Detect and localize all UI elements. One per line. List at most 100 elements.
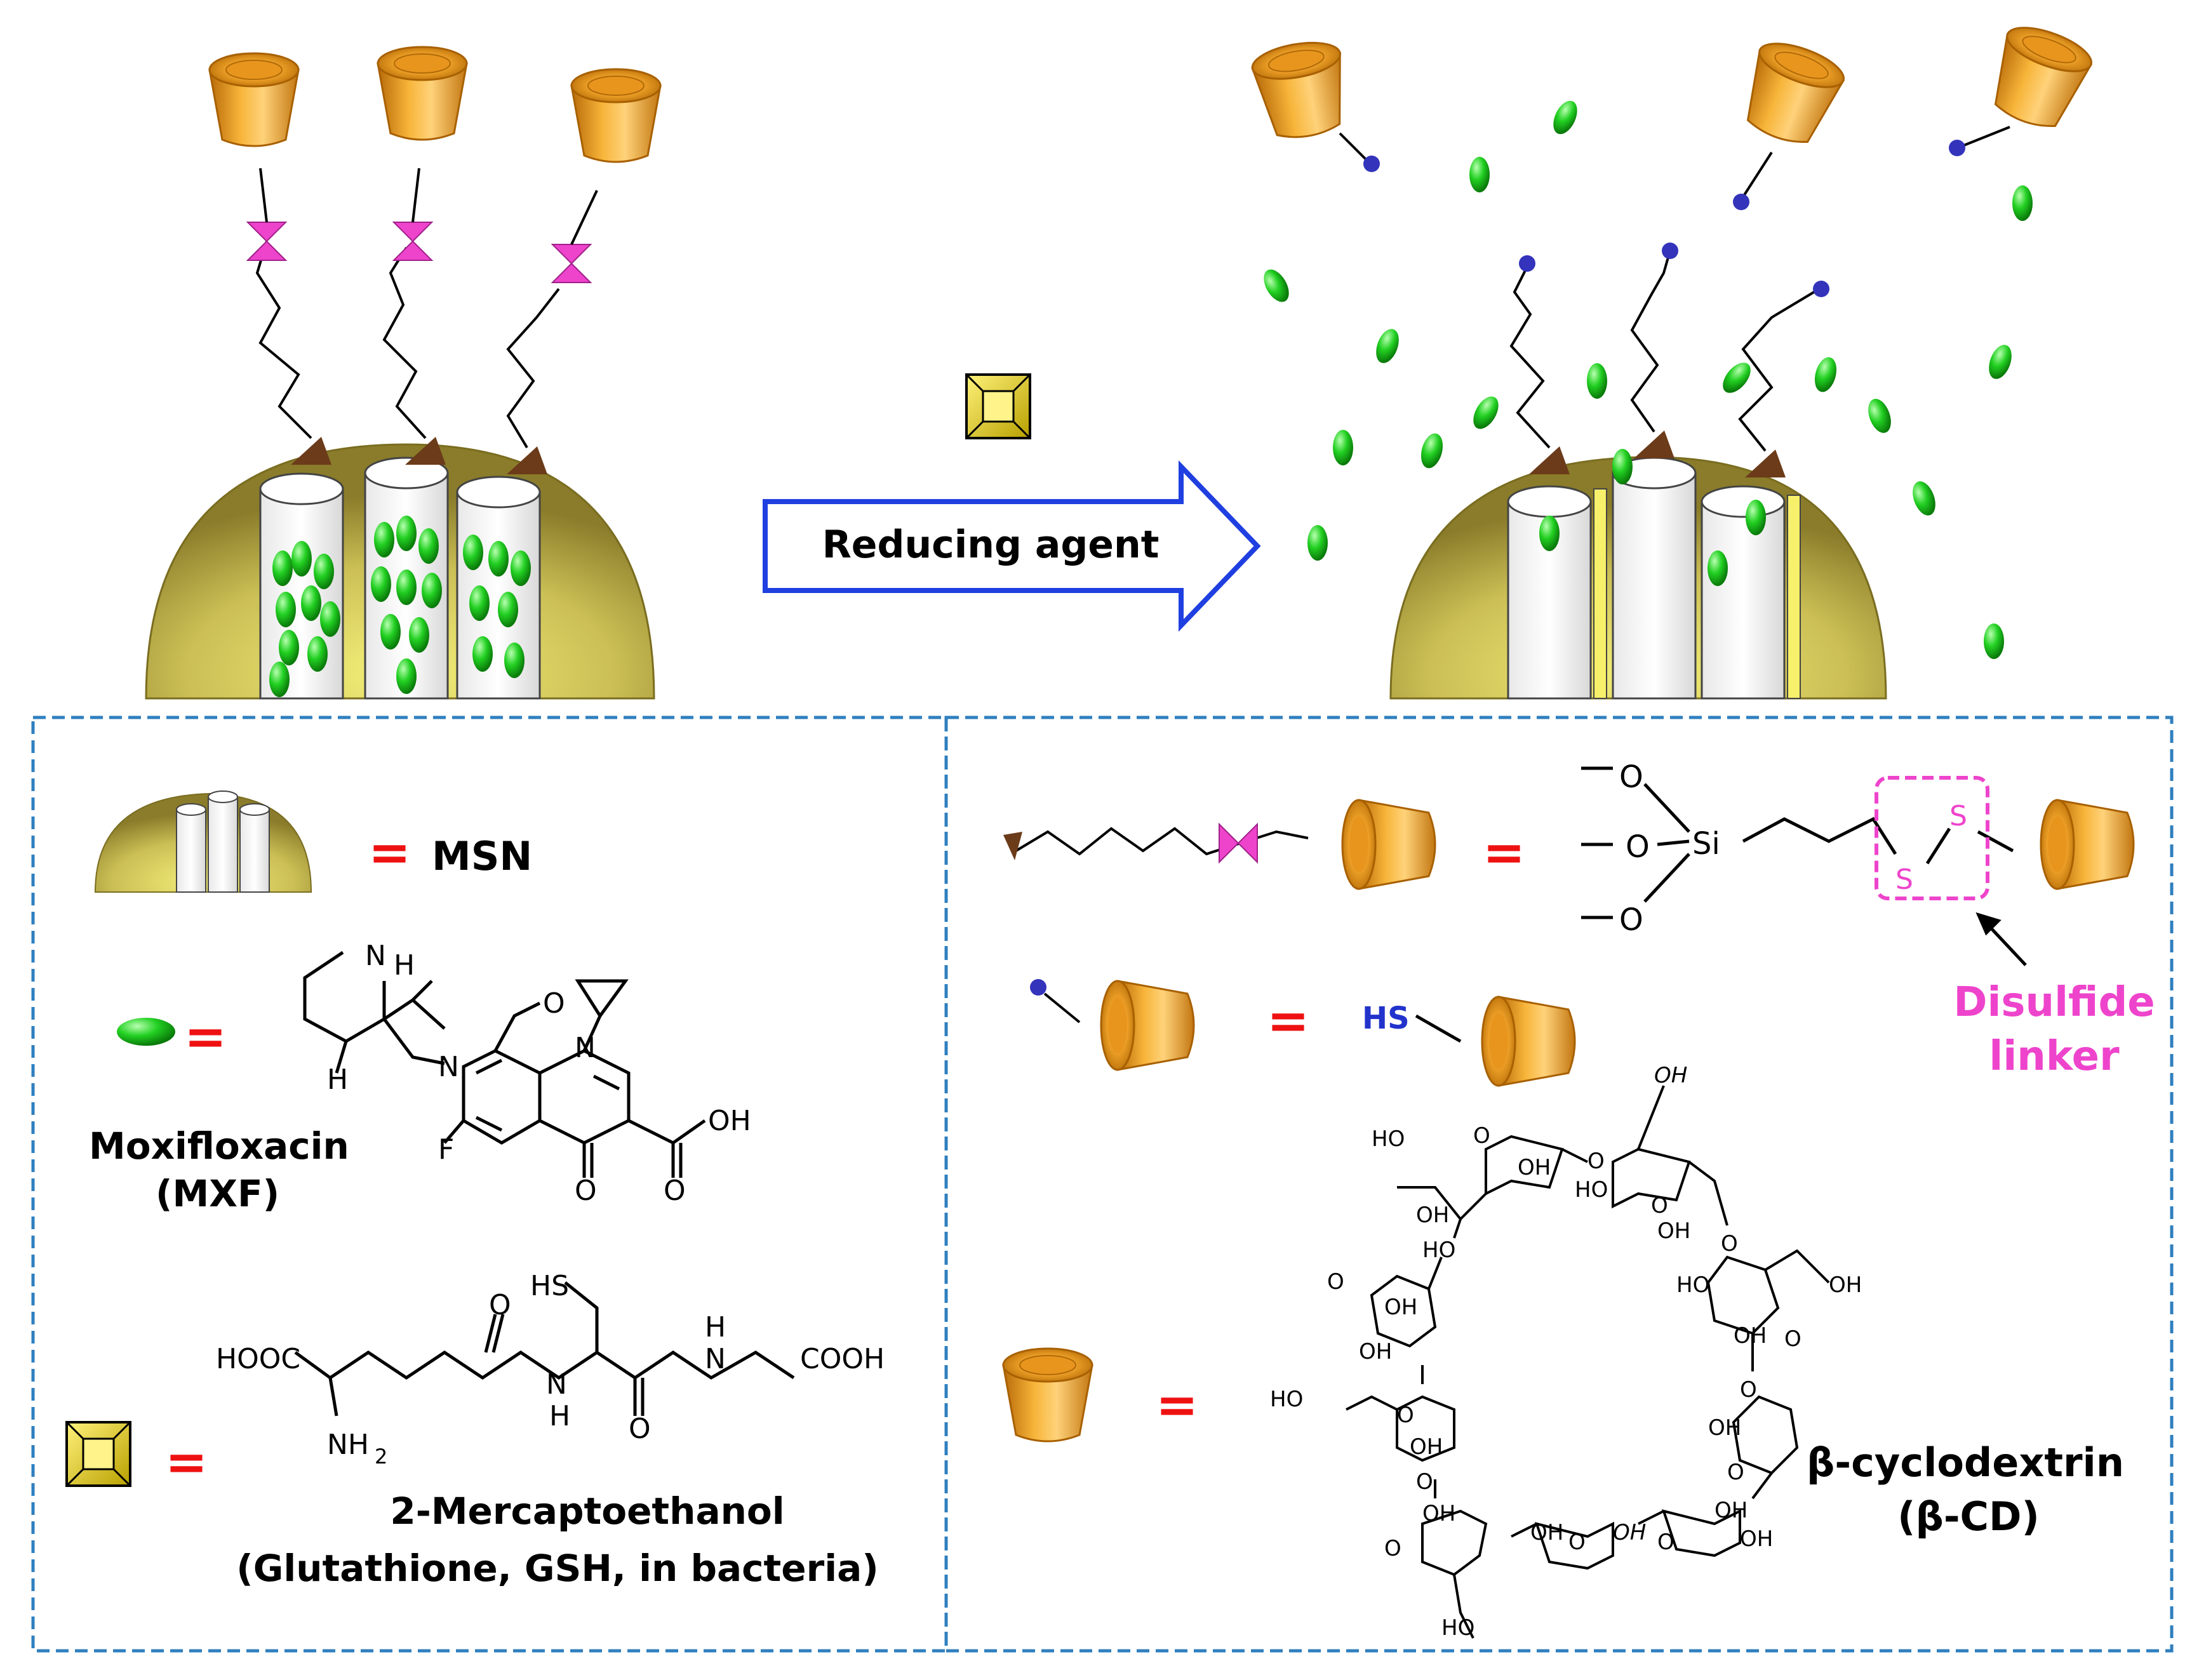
svg-text:O: O [1619,902,1643,938]
reducing-agent-icon [965,373,1031,439]
svg-text:OH: OH [1740,1526,1773,1552]
svg-text:O: O [664,1175,686,1207]
linker-structure [1581,766,2014,919]
svg-text:HO: HO [1676,1272,1709,1298]
beta-cyclodextrin-atoms: OH HO O OH O HO O OH OH HO O HO OH OH O … [1270,1063,1862,1641]
svg-text:OH: OH [1613,1520,1646,1545]
svg-text:N: N [705,1343,726,1375]
svg-text:O: O [1384,1536,1401,1561]
released-cd [1248,36,1380,172]
equals-sign: = [165,1432,208,1491]
svg-text:O: O [1473,1123,1490,1149]
svg-text:O: O [1721,1231,1738,1257]
svg-text:O: O [489,1289,511,1321]
thiol-chain [1738,281,1829,477]
cd-legend-icon [1002,1347,1093,1443]
svg-text:H: H [394,949,415,982]
svg-text:O: O [629,1413,651,1445]
svg-text:COOH: COOH [800,1343,885,1375]
drug-abbrev: (MXF) [156,1172,279,1215]
beta-cyclodextrin-structure [1346,1085,1830,1639]
svg-text:O: O [1626,829,1650,865]
glutathione-structure [294,1281,795,1417]
svg-text:S: S [1895,863,1913,896]
svg-text:OH: OH [1654,1063,1687,1088]
svg-text:O: O [575,1175,597,1207]
svg-text:O: O [1740,1377,1757,1403]
thiol-cd-icon [1481,996,1576,1087]
released-cd [1732,34,1850,210]
svg-text:O: O [1651,1193,1668,1218]
equals-sign: = [1156,1375,1198,1434]
svg-text:O: O [1657,1530,1674,1555]
svg-text:OH: OH [1359,1339,1392,1364]
svg-text:N: N [438,1051,459,1083]
pore [259,472,344,700]
linker-legend-icon [1003,799,1436,890]
msn-legend-icon [94,790,312,893]
glutathione-atoms: HS HOOC COOH NH 2 O N H O N H [216,1270,885,1469]
svg-text:OH: OH [1422,1501,1455,1526]
svg-text:OH: OH [1708,1415,1741,1441]
released-msn [1248,18,2098,700]
moxifloxacin-atoms: N H H N N O F O O OH [327,940,751,1207]
disulfide-label-line-2: linker [1989,1033,2120,1080]
svg-text:OH: OH [1410,1434,1443,1460]
svg-text:OH: OH [1384,1295,1417,1320]
svg-text:S: S [1949,800,1967,832]
svg-text:HO: HO [1441,1615,1474,1641]
svg-text:O: O [1784,1326,1801,1352]
svg-text:F: F [438,1133,454,1166]
svg-text:O: O [1327,1269,1344,1295]
svg-text:HO: HO [1422,1237,1455,1263]
arrow-label: Reducing agent [822,523,1160,567]
svg-text:O: O [1397,1403,1414,1428]
drug-name: Moxifloxacin [89,1124,349,1168]
equals-sign: = [368,823,411,882]
gatekeeper-chain [208,52,331,465]
svg-text:H: H [327,1063,348,1096]
moxifloxacin-structure [303,950,706,1178]
reagent-name: 2-Mercaptoethanol [390,1490,784,1533]
svg-text:HO: HO [1270,1387,1303,1412]
svg-text:OH: OH [1657,1218,1690,1244]
svg-text:H: H [549,1400,570,1432]
svg-text:O: O [1619,759,1643,795]
svg-text:OH: OH [1734,1323,1767,1349]
svg-text:HOOC: HOOC [216,1343,300,1375]
svg-text:HO: HO [1575,1177,1608,1203]
process-arrow: Reducing agent [763,460,1261,632]
thiol-cd-legend-icon [1030,979,1195,1071]
svg-text:OH: OH [1530,1520,1563,1545]
svg-text:Si: Si [1692,826,1720,862]
msn-label: MSN [432,833,532,879]
svg-text:O: O [1727,1460,1744,1485]
svg-text:OH: OH [1518,1155,1551,1180]
equals-sign: = [1483,823,1525,882]
disulfide-highlight-box [1875,776,1989,900]
pore [456,476,541,700]
svg-text:H: H [705,1311,726,1343]
reagent-legend-icon [65,1421,131,1487]
linker-atoms: O O O Si S S [1619,759,1967,938]
gatekeeper-chain [377,46,468,465]
svg-text:N: N [546,1368,567,1401]
reagent-note: (Glutathione, GSH, in bacteria) [236,1547,879,1590]
thiol-label: HS [1362,1001,1410,1036]
svg-text:OH: OH [708,1105,751,1137]
svg-text:2: 2 [375,1444,387,1469]
svg-text:O: O [543,987,565,1020]
svg-text:OH: OH [1714,1498,1748,1523]
disulfide-label-line-1: Disulfide [1953,979,2155,1026]
legend-panel-right [944,716,2174,1653]
thiol-chain [1630,243,1678,458]
linker-cd-icon [2040,799,2135,890]
svg-text:HS: HS [530,1270,569,1302]
equals-sign: = [1267,991,1309,1050]
linker-callout-arrow [1975,912,2027,966]
gatekeeper-chain [506,68,662,474]
drug-legend-icon [117,1018,175,1046]
svg-text:OH: OH [1416,1203,1449,1228]
svg-text:O: O [1587,1149,1605,1174]
